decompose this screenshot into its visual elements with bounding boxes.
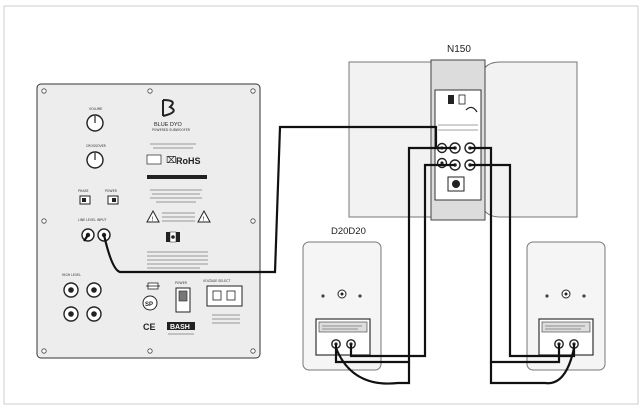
- speaker-level-terminals: HIGH LEVEL: [62, 273, 102, 322]
- bash-logo-icon: BASH: [167, 322, 195, 335]
- amplifier-label: N150: [447, 44, 471, 55]
- svg-text:!: !: [152, 216, 154, 223]
- svg-text:POWER: POWER: [175, 281, 188, 285]
- svg-text:HIGH LEVEL: HIGH LEVEL: [62, 273, 81, 277]
- label-bar: [147, 175, 207, 179]
- cable-amp-to-left-speaker-b: [349, 163, 455, 358]
- svg-text:BASH: BASH: [170, 324, 190, 331]
- svg-text:CROSSOVER: CROSSOVER: [86, 144, 107, 148]
- amplifier-switches: [448, 94, 478, 113]
- bin-icon: ⌧: [166, 156, 176, 166]
- right-speaker: [526, 241, 606, 371]
- svg-text:VOLUME: VOLUME: [89, 107, 102, 111]
- svg-text:SP: SP: [145, 302, 153, 308]
- cable-sub-to-amp-input: [102, 125, 442, 274]
- bluedyo-logo-icon: BLUE DYO POWERED SUBWOOFER: [152, 99, 191, 132]
- cable-right-speaker-loop: [489, 347, 576, 385]
- cable-left-speaker-loop: [334, 347, 411, 385]
- certification-row: ⌧ RoHS: [146, 154, 201, 166]
- volume-knob: VOLUME: [86, 107, 104, 132]
- ce-mark-icon: CE: [143, 322, 156, 332]
- brand-text: BLUE DYO: [154, 122, 183, 128]
- fuse-icon: [146, 282, 160, 290]
- svg-text:POWERED SUBWOOFER: POWERED SUBWOOFER: [152, 128, 191, 132]
- subwoofer-back-panel: VOLUME CROSSOVER PHASE POWER LINE LEVEL …: [36, 83, 261, 359]
- rohs-icon: RoHS: [176, 156, 201, 166]
- cable-sub-stub: [83, 234, 89, 242]
- csa-cert-icon: SP: [142, 295, 158, 311]
- phase-switch: PHASE: [78, 189, 91, 205]
- spec-text-lines: [150, 143, 196, 149]
- svg-text:PHASE: PHASE: [78, 189, 89, 193]
- warning-triangle-icon: ! !: [146, 209, 211, 223]
- svg-text:VOLTAGE SELECT: VOLTAGE SELECT: [203, 279, 230, 283]
- svg-text:LINE LEVEL INPUT: LINE LEVEL INPUT: [78, 218, 106, 222]
- svg-text:!: !: [203, 216, 205, 223]
- speaker-pair-label: D20D20: [331, 226, 366, 237]
- fcc-text-block: [147, 251, 208, 269]
- amplifier-power-inlet: [447, 176, 465, 192]
- canada-flag-icon: [166, 231, 180, 243]
- amplifier-right-shell: [479, 61, 578, 218]
- power-mode-switch: POWER: [105, 189, 119, 205]
- cables: [83, 125, 576, 385]
- subwoofer-screws: [41, 88, 256, 354]
- n150-amplifier: [348, 59, 578, 221]
- crossover-knob: CROSSOVER: [86, 144, 107, 169]
- energy-icon: [146, 154, 162, 165]
- svg-text:POWER: POWER: [105, 189, 118, 193]
- warning-text-block: [150, 189, 202, 203]
- left-speaker: [302, 241, 382, 371]
- diagram-frame: [3, 5, 639, 405]
- voltage-selector: VOLTAGE SELECT: [203, 279, 243, 324]
- power-switch: POWER: [175, 281, 191, 313]
